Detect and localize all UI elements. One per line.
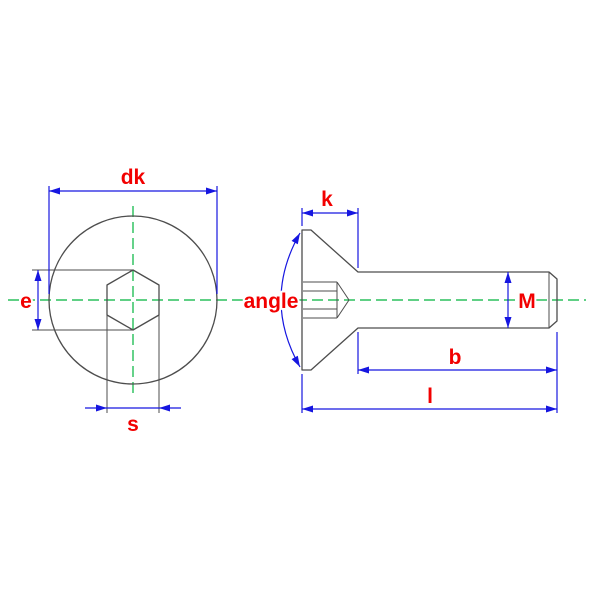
angle-arrow-top-icon [291,233,300,245]
dimension-l [301,374,557,413]
socket-cone-upper [336,281,350,301]
angle-arc [280,232,301,368]
dimension-b [357,332,558,413]
dimension-m [504,272,512,328]
label-l: l [427,385,433,408]
k-arrow-right-icon [347,209,358,217]
dimension-labels: dk e s k angle M b l [18,164,538,438]
m-arrow-top-icon [504,272,512,283]
label-k: k [321,188,333,211]
centerlines [8,206,586,394]
label-e: e [20,290,32,313]
dimension-s [85,404,181,412]
socket-section-lines [303,281,350,319]
l-arrow-left-icon [302,405,313,413]
angle-arrow-bottom-icon [291,355,300,367]
label-angle: angle [244,290,299,313]
e-arrow-top-icon [34,270,42,281]
head-outline-circle [48,215,218,385]
s-arrow-right-icon [159,404,170,412]
label-m: M [518,290,536,313]
screw-profile-outline [301,229,558,371]
dk-arrow-left-icon [49,187,60,195]
label-dk: dk [121,166,146,189]
m-arrow-bottom-icon [504,317,512,328]
s-arrow-left-icon [96,404,107,412]
front-view [32,215,218,413]
e-arrow-bottom-icon [34,319,42,330]
socket-cone-lower [336,299,350,319]
b-arrow-right-icon [546,366,557,374]
side-view [301,229,558,371]
dimension-e [34,270,42,330]
dimension-k [301,208,359,268]
label-s: s [127,413,139,436]
dk-arrow-right-icon [206,187,217,195]
dimension-angle [280,232,301,368]
l-arrow-right-icon [546,405,557,413]
k-arrow-left-icon [302,209,313,217]
label-b: b [449,346,462,369]
dimension-dk [48,186,218,294]
b-arrow-left-icon [358,366,369,374]
